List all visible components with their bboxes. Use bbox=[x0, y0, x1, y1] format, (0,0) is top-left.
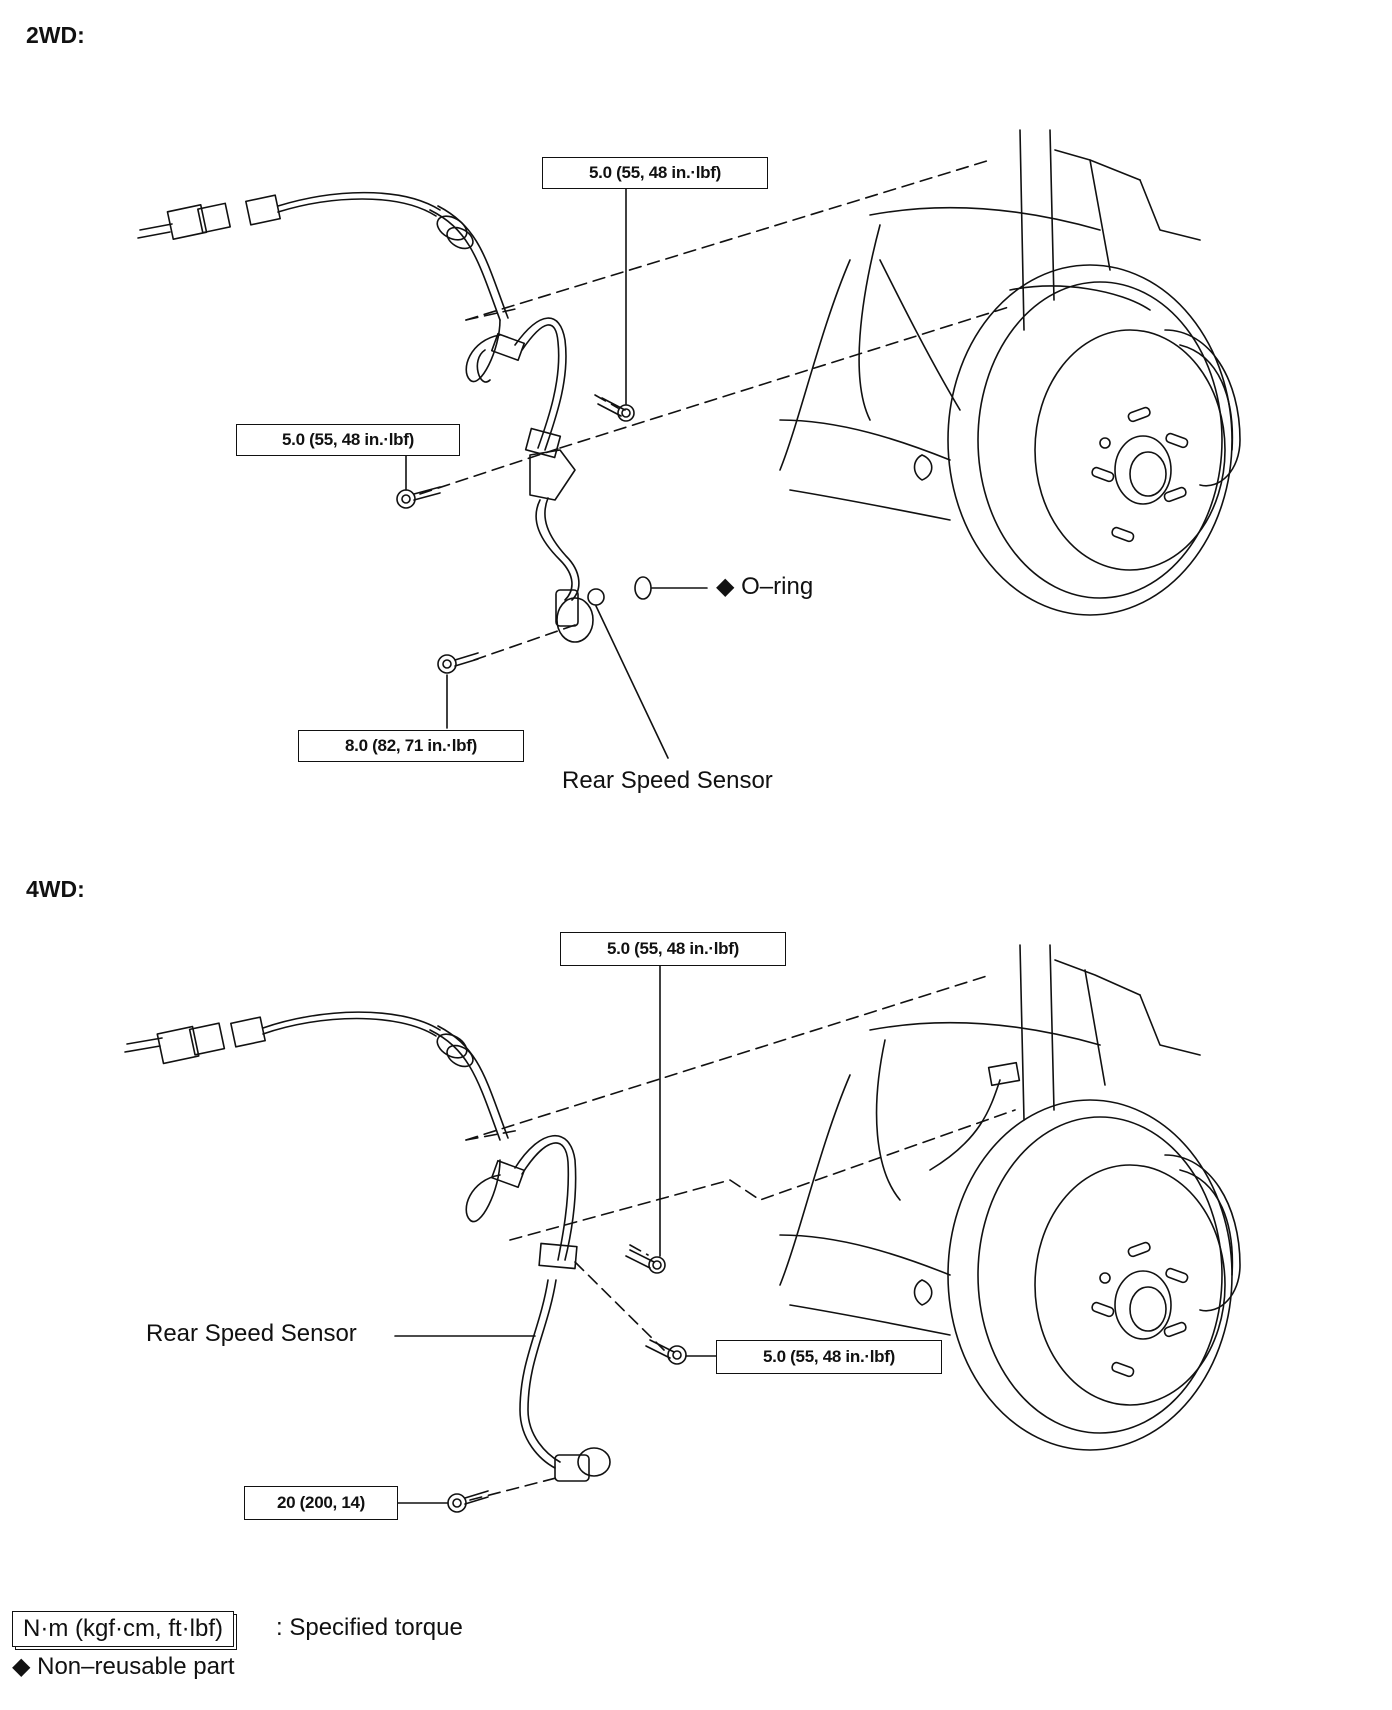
legend-torque-unit-box: N·m (kgf·cm, ft·lbf) bbox=[12, 1611, 234, 1647]
bolt-icon bbox=[447, 1490, 489, 1513]
torque-label-clamp-4wd: 5.0 (55, 48 in.·lbf) bbox=[716, 1340, 942, 1374]
torque-label-clamp-2wd: 5.0 (55, 48 in.·lbf) bbox=[236, 424, 460, 456]
o-ring-icon bbox=[634, 576, 652, 600]
brake-disc-4wd bbox=[779, 944, 1241, 1451]
heading-2wd: 2WD: bbox=[26, 22, 85, 48]
legend-nonreusable-text: ◆ Non–reusable part bbox=[12, 1653, 235, 1680]
bolt-icon bbox=[645, 1339, 687, 1365]
sensor-harness-2wd bbox=[429, 205, 605, 643]
bolt-icon bbox=[396, 486, 441, 509]
brake-disc-2wd bbox=[779, 129, 1241, 616]
rear-speed-sensor-label-2wd: Rear Speed Sensor bbox=[562, 767, 773, 794]
connector-2wd bbox=[137, 191, 441, 241]
o-ring-label: ◆ O–ring bbox=[716, 573, 814, 600]
bolt-icon bbox=[625, 1249, 666, 1274]
sensor-harness-4wd bbox=[429, 1025, 611, 1482]
torque-label-bracket-4wd: 5.0 (55, 48 in.·lbf) bbox=[560, 932, 786, 966]
torque-label-sensor-2wd: 8.0 (82, 71 in.·lbf) bbox=[298, 730, 524, 762]
bolt-icon bbox=[597, 397, 635, 422]
torque-label-sensor-4wd: 20 (200, 14) bbox=[244, 1486, 398, 1520]
legend-torque-text: : Specified torque bbox=[276, 1614, 463, 1641]
rear-speed-sensor-label-4wd: Rear Speed Sensor bbox=[146, 1320, 357, 1347]
connector-4wd bbox=[124, 1011, 441, 1065]
torque-label-bracket-2wd: 5.0 (55, 48 in.·lbf) bbox=[542, 157, 768, 189]
heading-4wd: 4WD: bbox=[26, 876, 85, 902]
bolt-icon bbox=[437, 652, 479, 674]
